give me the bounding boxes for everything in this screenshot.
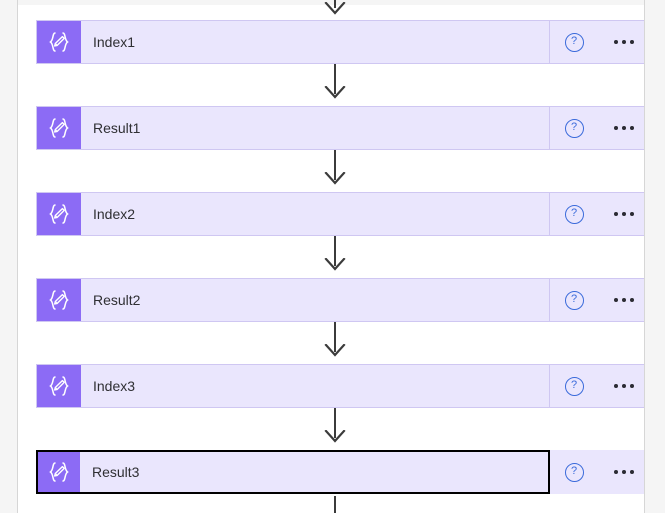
action-card-body[interactable]: Index2 [36,192,550,236]
canvas-top-band [18,0,644,5]
help-question-mark: ? [564,462,584,482]
ellipsis-dot [614,126,618,130]
connector-index1-result1-arrowhead-icon [324,86,346,99]
action-card-body[interactable]: Result1 [36,106,550,150]
action-card-toolbar: ? [550,450,644,494]
compose-braces-pencil-icon [37,279,81,321]
action-card-title: Index2 [93,206,136,222]
action-card-toolbar: ? [550,278,644,322]
connector-result2-index3-arrowhead-icon [324,344,346,357]
compose-braces-pencil-icon [37,365,81,407]
action-card-body[interactable]: Index1 [36,20,550,64]
ellipsis-icon[interactable] [598,212,644,216]
compose-braces-pencil-icon [37,107,81,149]
action-card-toolbar: ? [550,20,644,64]
action-card-body[interactable]: Index3 [36,364,550,408]
help-circle-icon[interactable]: ? [550,290,598,310]
help-question-mark: ? [564,118,584,138]
action-card-body[interactable]: Result3 [36,450,550,494]
action-card-index3[interactable]: Index3? [36,364,644,408]
connector-index3-result3-line [334,408,336,438]
help-question-mark: ? [564,32,584,52]
ellipsis-dot [622,212,626,216]
compose-braces-pencil-icon [38,452,80,492]
action-card-result2[interactable]: Result2? [36,278,644,322]
connector-index1-result1-line [334,64,336,94]
action-card-toolbar: ? [550,364,644,408]
ellipsis-dot [622,470,626,474]
ellipsis-dot [614,40,618,44]
action-card-title: Index3 [93,378,136,394]
ellipsis-dot [630,384,634,388]
help-question-mark: ? [564,204,584,224]
help-circle-icon[interactable]: ? [550,462,598,482]
action-card-title: Result2 [93,292,141,308]
action-card-toolbar: ? [550,106,644,150]
right-gutter-panel [644,0,665,513]
action-card-title: Index1 [93,34,136,50]
connector-index2-result2-line [334,236,336,266]
connector-into-index1-arrowhead-icon [324,2,346,15]
action-card-title: Result3 [92,464,140,480]
connector-result1-index2-arrowhead-icon [324,172,346,185]
ellipsis-dot [630,40,634,44]
help-question-mark: ? [564,290,584,310]
connector-index2-result2-arrowhead-icon [324,258,346,271]
ellipsis-dot [622,298,626,302]
flow-canvas[interactable]: Index1?Result1?Index2?Result2?Index3?Res… [18,0,644,513]
ellipsis-dot [614,470,618,474]
action-card-index1[interactable]: Index1? [36,20,644,64]
ellipsis-dot [630,212,634,216]
ellipsis-dot [622,40,626,44]
ellipsis-dot [622,384,626,388]
compose-braces-pencil-icon [37,21,81,63]
action-card-result1[interactable]: Result1? [36,106,644,150]
ellipsis-icon[interactable] [598,40,644,44]
connector-into-index1-line [334,0,336,8]
ellipsis-icon[interactable] [598,384,644,388]
compose-braces-pencil-icon [37,193,81,235]
help-circle-icon[interactable]: ? [550,204,598,224]
ellipsis-icon[interactable] [598,470,644,474]
action-card-index2[interactable]: Index2? [36,192,644,236]
ellipsis-dot [614,384,618,388]
help-question-mark: ? [564,376,584,396]
help-circle-icon[interactable]: ? [550,376,598,396]
help-circle-icon[interactable]: ? [550,118,598,138]
ellipsis-dot [630,298,634,302]
help-circle-icon[interactable]: ? [550,32,598,52]
connector-index3-result3-arrowhead-icon [324,430,346,443]
ellipsis-icon[interactable] [598,126,644,130]
action-card-title: Result1 [93,120,141,136]
connector-out-of-result3-line [334,496,336,513]
connector-result1-index2-line [334,150,336,180]
action-card-body[interactable]: Result2 [36,278,550,322]
action-card-toolbar: ? [550,192,644,236]
ellipsis-dot [614,212,618,216]
ellipsis-dot [630,126,634,130]
ellipsis-dot [622,126,626,130]
left-gutter-panel [0,0,18,513]
ellipsis-dot [630,470,634,474]
connector-result2-index3-line [334,322,336,352]
ellipsis-dot [614,298,618,302]
ellipsis-icon[interactable] [598,298,644,302]
action-card-result3[interactable]: Result3? [36,450,644,494]
